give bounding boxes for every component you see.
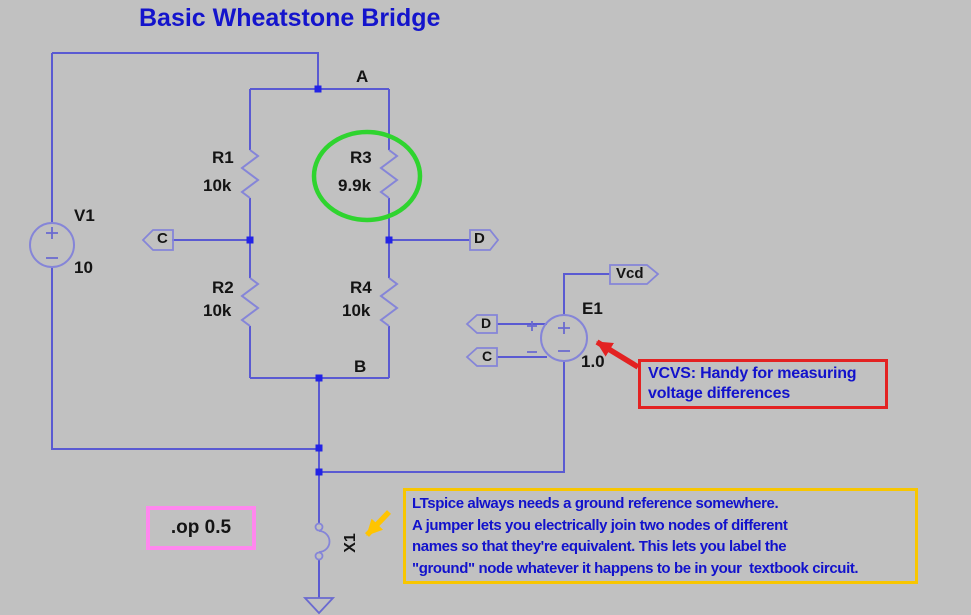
ground-note-line: LTspice always needs a ground reference … — [412, 495, 779, 512]
net-flag-c-mid[interactable] — [141, 229, 174, 251]
r2-value[interactable]: 10k — [203, 301, 232, 320]
r1-name[interactable]: R1 — [212, 148, 234, 167]
vcvs-e1-symbol[interactable] — [527, 314, 588, 362]
net-flag-c-e1[interactable] — [465, 347, 498, 367]
r3-value[interactable]: 9.9k — [338, 176, 372, 195]
resistor-r3-symbol[interactable] — [379, 149, 399, 199]
junction-dot — [315, 468, 323, 476]
junction-dot — [314, 85, 322, 93]
flag-label-c-mid: C — [157, 230, 168, 247]
spice-directive-text: .op 0.5 — [170, 517, 232, 538]
net-flag-d-e1[interactable] — [465, 314, 498, 334]
schematic-title[interactable]: Basic Wheatstone Bridge — [139, 4, 441, 32]
node-label-b: B — [354, 357, 367, 376]
r4-value[interactable]: 10k — [342, 301, 371, 320]
resistor-r4-symbol[interactable] — [379, 277, 399, 327]
e1-value[interactable]: 1.0 — [581, 352, 605, 371]
node-label-a: A — [356, 67, 369, 86]
junction-dot — [246, 236, 254, 244]
jumper-x1-symbol[interactable] — [314, 522, 331, 561]
r2-name[interactable]: R2 — [212, 278, 234, 297]
resistor-r1-symbol[interactable] — [240, 149, 260, 199]
ground-note-line: names so that they're equivalent. This l… — [412, 538, 787, 555]
r3-name[interactable]: R3 — [350, 148, 372, 167]
v1-value[interactable]: 10 — [74, 258, 93, 277]
v1-name[interactable]: V1 — [74, 206, 95, 225]
junction-dot — [385, 236, 393, 244]
voltage-source-v1-symbol[interactable] — [29, 222, 75, 268]
flag-label-d-mid: D — [474, 230, 485, 247]
yellow-arrow-icon — [365, 510, 391, 537]
e1-name[interactable]: E1 — [582, 299, 603, 318]
r4-name[interactable]: R4 — [350, 278, 372, 297]
flag-label-d-e1: D — [481, 315, 492, 331]
net-flag-d-mid[interactable] — [469, 229, 500, 251]
ground-icon[interactable] — [302, 597, 336, 615]
ground-note-box[interactable]: LTspice always needs a ground reference … — [403, 488, 918, 584]
vcvs-note-line: VCVS: Handy for measuring — [648, 365, 857, 382]
green-highlight-ellipse — [311, 129, 423, 223]
ground-note-line: "ground" node whatever it happens to be … — [412, 559, 859, 577]
r1-value[interactable]: 10k — [203, 176, 232, 195]
flag-label-vcd: Vcd — [616, 265, 644, 282]
flag-label-c-e1: C — [482, 348, 493, 364]
red-arrow-icon — [595, 339, 640, 370]
vcvs-note-box[interactable]: VCVS: Handy for measuring voltage differ… — [638, 359, 888, 409]
resistor-r2-symbol[interactable] — [240, 277, 260, 327]
vcvs-note-line: voltage differences — [648, 385, 791, 402]
spice-directive-box[interactable]: .op 0.5 — [146, 506, 256, 550]
ground-note-line: A jumper lets you electrically join two … — [412, 516, 788, 534]
junction-dot — [315, 374, 323, 382]
junction-dot — [315, 444, 323, 452]
x1-name[interactable]: X1 — [342, 533, 359, 553]
net-flag-vcd[interactable] — [609, 264, 660, 285]
